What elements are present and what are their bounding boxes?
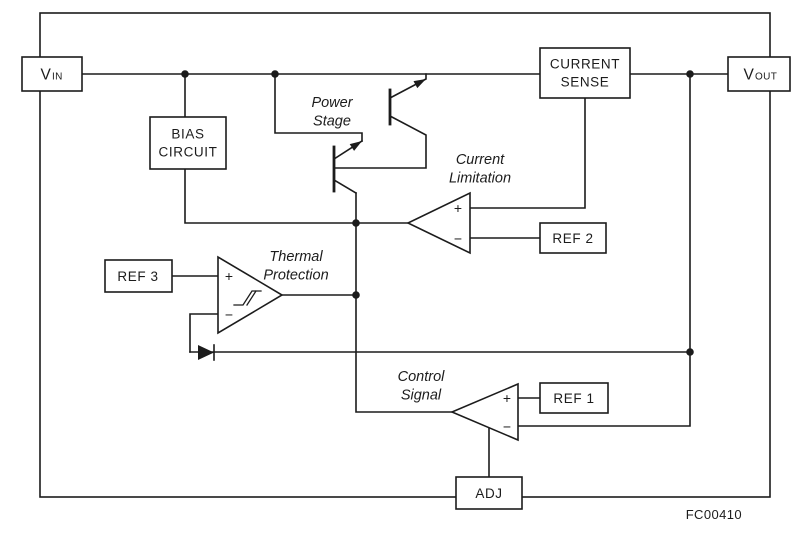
device-border — [39, 12, 771, 498]
bias-circuit-label-line1: BIAS — [171, 127, 204, 142]
current-limitation-label-line2: Limitation — [449, 171, 511, 187]
vout-pin-box — [727, 56, 791, 92]
thermal-plus-sign: + — [225, 268, 233, 284]
thermal-protection-label-line2: Protection — [263, 268, 328, 284]
junction-dot — [686, 348, 694, 356]
thermal-minus-sign: − — [225, 307, 233, 323]
current-sense-wire — [469, 97, 586, 209]
boxes-layer — [21, 47, 791, 510]
q2-collector-wire — [332, 178, 358, 195]
vout-feedback-wire — [517, 73, 691, 427]
junctions-layer — [181, 70, 694, 356]
control-signal-label-line2: Signal — [401, 388, 442, 404]
current-sense-label-line1: CURRENT — [550, 57, 620, 72]
power-stage-label-line1: Power — [311, 95, 353, 111]
ref2-label: REF 2 — [552, 231, 593, 246]
ref3-box — [104, 259, 173, 293]
vin-pin-sublabel: IN — [52, 72, 63, 83]
adj-pin-label: ADJ — [475, 486, 502, 501]
text-layer: V IN V OUT ADJ CURRENT SENSE BIAS CIRCUI… — [41, 57, 777, 523]
adj-pin-box — [455, 476, 523, 510]
ref2-box — [539, 222, 607, 254]
vout-pin-sublabel: OUT — [755, 72, 777, 83]
current-limit-minus-sign: − — [454, 231, 462, 247]
amps-layer — [217, 191, 519, 442]
power-stage-supply-wire — [274, 73, 363, 142]
wires-layer — [81, 73, 729, 478]
junction-dot — [686, 70, 694, 78]
bias-to-node-wire — [184, 168, 358, 224]
current-limit-amp-icon — [406, 191, 471, 255]
current-limit-plus-sign: + — [454, 200, 462, 216]
thermal-protection-label-line1: Thermal — [269, 249, 323, 265]
current-limitation-label-line1: Current — [456, 152, 505, 168]
ref1-box — [539, 382, 609, 414]
q2-emitter-arrow-icon — [349, 141, 362, 151]
control-signal-label-line1: Control — [398, 369, 446, 385]
symbols-layer — [198, 79, 426, 361]
control-minus-sign: − — [503, 419, 511, 435]
power-stage-label-line2: Stage — [313, 114, 351, 130]
hysteresis-icon — [233, 290, 262, 306]
q1-emitter-arrow-icon — [413, 79, 426, 89]
junction-dot — [271, 70, 279, 78]
vin-pin-box — [21, 56, 83, 92]
main-control-wire — [355, 192, 453, 413]
junction-dot — [181, 70, 189, 78]
junction-dot — [352, 291, 360, 299]
thermal-feedback-wire — [189, 313, 219, 353]
ref1-label: REF 1 — [553, 391, 594, 406]
junction-dot — [352, 219, 360, 227]
vout-pin-label: V — [744, 67, 755, 84]
vin-pin-label: V — [41, 67, 52, 84]
control-plus-sign: + — [503, 390, 511, 406]
bias-circuit-label-line2: CIRCUIT — [159, 145, 218, 160]
current-sense-label-line2: SENSE — [561, 75, 610, 90]
ref3-label: REF 3 — [117, 269, 158, 284]
figure-code: FC00410 — [686, 507, 742, 522]
bias-circuit-box — [149, 116, 227, 170]
current-sense-box — [539, 47, 631, 99]
q1-emitter-wire — [333, 114, 427, 169]
diode-icon — [198, 345, 214, 360]
control-amp-icon — [449, 382, 519, 442]
q1-collector-wire — [388, 73, 427, 100]
